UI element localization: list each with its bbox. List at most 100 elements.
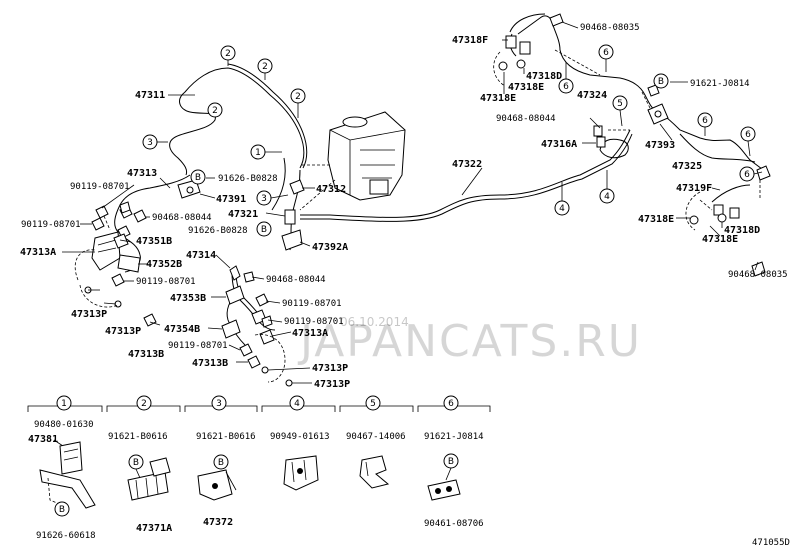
label-47321: 47321 bbox=[228, 209, 258, 220]
label-47324: 47324 bbox=[577, 90, 607, 101]
ref-marker-6: 6 bbox=[558, 62, 574, 94]
svg-text:6: 6 bbox=[563, 82, 569, 92]
svg-text:B: B bbox=[658, 77, 664, 87]
label-90119-08701: 90119-08701 bbox=[70, 182, 130, 192]
b-callout: B bbox=[190, 169, 206, 185]
label-91621-J0814: 91621-J0814 bbox=[690, 79, 750, 89]
label-47318F: 47318F bbox=[452, 35, 488, 46]
label-47313A: 47313A bbox=[20, 247, 56, 258]
ref-marker-2: 2 bbox=[257, 58, 273, 80]
label-47318E: 47318E bbox=[480, 93, 516, 104]
svg-text:6: 6 bbox=[745, 130, 751, 140]
label-47318E: 47318E bbox=[702, 234, 738, 245]
svg-text:2: 2 bbox=[225, 49, 231, 59]
svg-text:90461-08706: 90461-08706 bbox=[424, 519, 484, 529]
clips-and-fittings bbox=[84, 13, 771, 387]
svg-text:91621-B0616: 91621-B0616 bbox=[108, 432, 168, 442]
label-47353B: 47353B bbox=[170, 293, 206, 304]
svg-text:B: B bbox=[261, 225, 267, 235]
watermark-brand: JAPANCATS.RU bbox=[297, 316, 642, 367]
svg-text:B: B bbox=[195, 173, 201, 183]
ref-marker-6: 6 bbox=[739, 166, 763, 182]
watermark: JAPANCATS.RU 06.10.2014 bbox=[297, 315, 642, 367]
label-47313B: 47313B bbox=[192, 358, 228, 369]
ref-marker-1: 1 bbox=[250, 144, 282, 160]
ref-marker-4: 4 bbox=[554, 182, 570, 216]
brake-lines bbox=[114, 13, 771, 346]
svg-text:4: 4 bbox=[604, 192, 610, 202]
label-47351B: 47351B bbox=[136, 236, 172, 247]
label-90119-08701: 90119-08701 bbox=[168, 341, 228, 351]
svg-text:1: 1 bbox=[61, 399, 67, 409]
figure-code: 471055D bbox=[752, 538, 790, 548]
dashed-detail-circles bbox=[74, 49, 761, 383]
ref-marker-3: 3 bbox=[256, 190, 289, 206]
svg-text:90480-01630: 90480-01630 bbox=[34, 420, 94, 430]
label-47313B: 47313B bbox=[128, 349, 164, 360]
ref-marker-6: 6 bbox=[740, 126, 756, 157]
label-47313A: 47313A bbox=[292, 328, 328, 339]
svg-text:2: 2 bbox=[295, 92, 301, 102]
label-47318D: 47318D bbox=[526, 71, 562, 82]
label-90468-08035: 90468-08035 bbox=[580, 23, 640, 33]
svg-text:3: 3 bbox=[147, 138, 153, 148]
svg-text:2: 2 bbox=[141, 399, 147, 409]
svg-text:4: 4 bbox=[559, 204, 565, 214]
label-47314: 47314 bbox=[186, 250, 216, 261]
svg-text:91621-B0616: 91621-B0616 bbox=[196, 432, 256, 442]
svg-text:5: 5 bbox=[617, 99, 623, 109]
ref-marker-2: 2 bbox=[290, 88, 306, 118]
svg-text:4: 4 bbox=[294, 399, 300, 409]
legend-item-6: 6 91621-J0814 B 90461-08706 bbox=[424, 395, 484, 529]
label-47313P: 47313P bbox=[71, 309, 107, 320]
svg-text:6: 6 bbox=[603, 48, 609, 58]
label-47319F: 47319F bbox=[676, 183, 712, 194]
b-callout: B bbox=[653, 73, 669, 89]
label-90468-08044: 90468-08044 bbox=[266, 275, 326, 285]
svg-text:47371A: 47371A bbox=[136, 523, 172, 534]
svg-text:6: 6 bbox=[702, 116, 708, 126]
ref-marker-3: 3 bbox=[142, 134, 168, 150]
legend-item-3: 3 91621-B0616 B 47372 bbox=[196, 395, 256, 528]
label-47322: 47322 bbox=[452, 159, 482, 170]
svg-text:5: 5 bbox=[370, 399, 376, 409]
svg-text:91626-60618: 91626-60618 bbox=[36, 531, 96, 541]
b-callouts: B B B bbox=[190, 73, 669, 237]
legend-item-4: 4 90949-01613 bbox=[270, 395, 330, 491]
label-47354B: 47354B bbox=[164, 324, 200, 335]
leader-lines bbox=[62, 21, 759, 384]
label-47311: 47311 bbox=[135, 90, 165, 101]
svg-text:47381: 47381 bbox=[28, 434, 58, 445]
svg-text:3: 3 bbox=[216, 399, 222, 409]
label-47393: 47393 bbox=[645, 140, 675, 151]
legend-item-5: 5 90467-14006 bbox=[346, 395, 406, 489]
svg-text:2: 2 bbox=[212, 106, 218, 116]
label-47325: 47325 bbox=[672, 161, 702, 172]
label-47318E: 47318E bbox=[508, 82, 544, 93]
label-47391: 47391 bbox=[216, 194, 246, 205]
svg-text:B: B bbox=[59, 505, 65, 515]
label-90468-08044: 90468-08044 bbox=[496, 114, 556, 124]
svg-text:B: B bbox=[133, 458, 139, 468]
label-90468-08035: 90468-08035 bbox=[728, 270, 788, 280]
label-90119-08701: 90119-08701 bbox=[136, 277, 196, 287]
label-47312: 47312 bbox=[316, 184, 346, 195]
svg-text:90949-01613: 90949-01613 bbox=[270, 432, 330, 442]
svg-text:1: 1 bbox=[255, 148, 261, 158]
svg-text:B: B bbox=[448, 457, 454, 467]
label-90119-08701: 90119-08701 bbox=[284, 317, 344, 327]
b-callout: B bbox=[256, 221, 272, 237]
svg-text:6: 6 bbox=[744, 170, 750, 180]
master-cylinder bbox=[299, 111, 406, 211]
part-labels: 47311 47313 90119-08701 90119-08701 4731… bbox=[20, 23, 788, 390]
legend: 1 90480-01630 47381 B 91626-60618 2 9162… bbox=[27, 395, 491, 541]
svg-text:47372: 47372 bbox=[203, 517, 233, 528]
legend-item-1: 1 90480-01630 47381 B 91626-60618 bbox=[28, 395, 96, 541]
label-47313: 47313 bbox=[127, 168, 157, 179]
svg-text:2: 2 bbox=[262, 62, 268, 72]
svg-text:91621-J0814: 91621-J0814 bbox=[424, 432, 484, 442]
ref-marker-5: 5 bbox=[612, 95, 628, 127]
label-47313P: 47313P bbox=[314, 379, 350, 390]
